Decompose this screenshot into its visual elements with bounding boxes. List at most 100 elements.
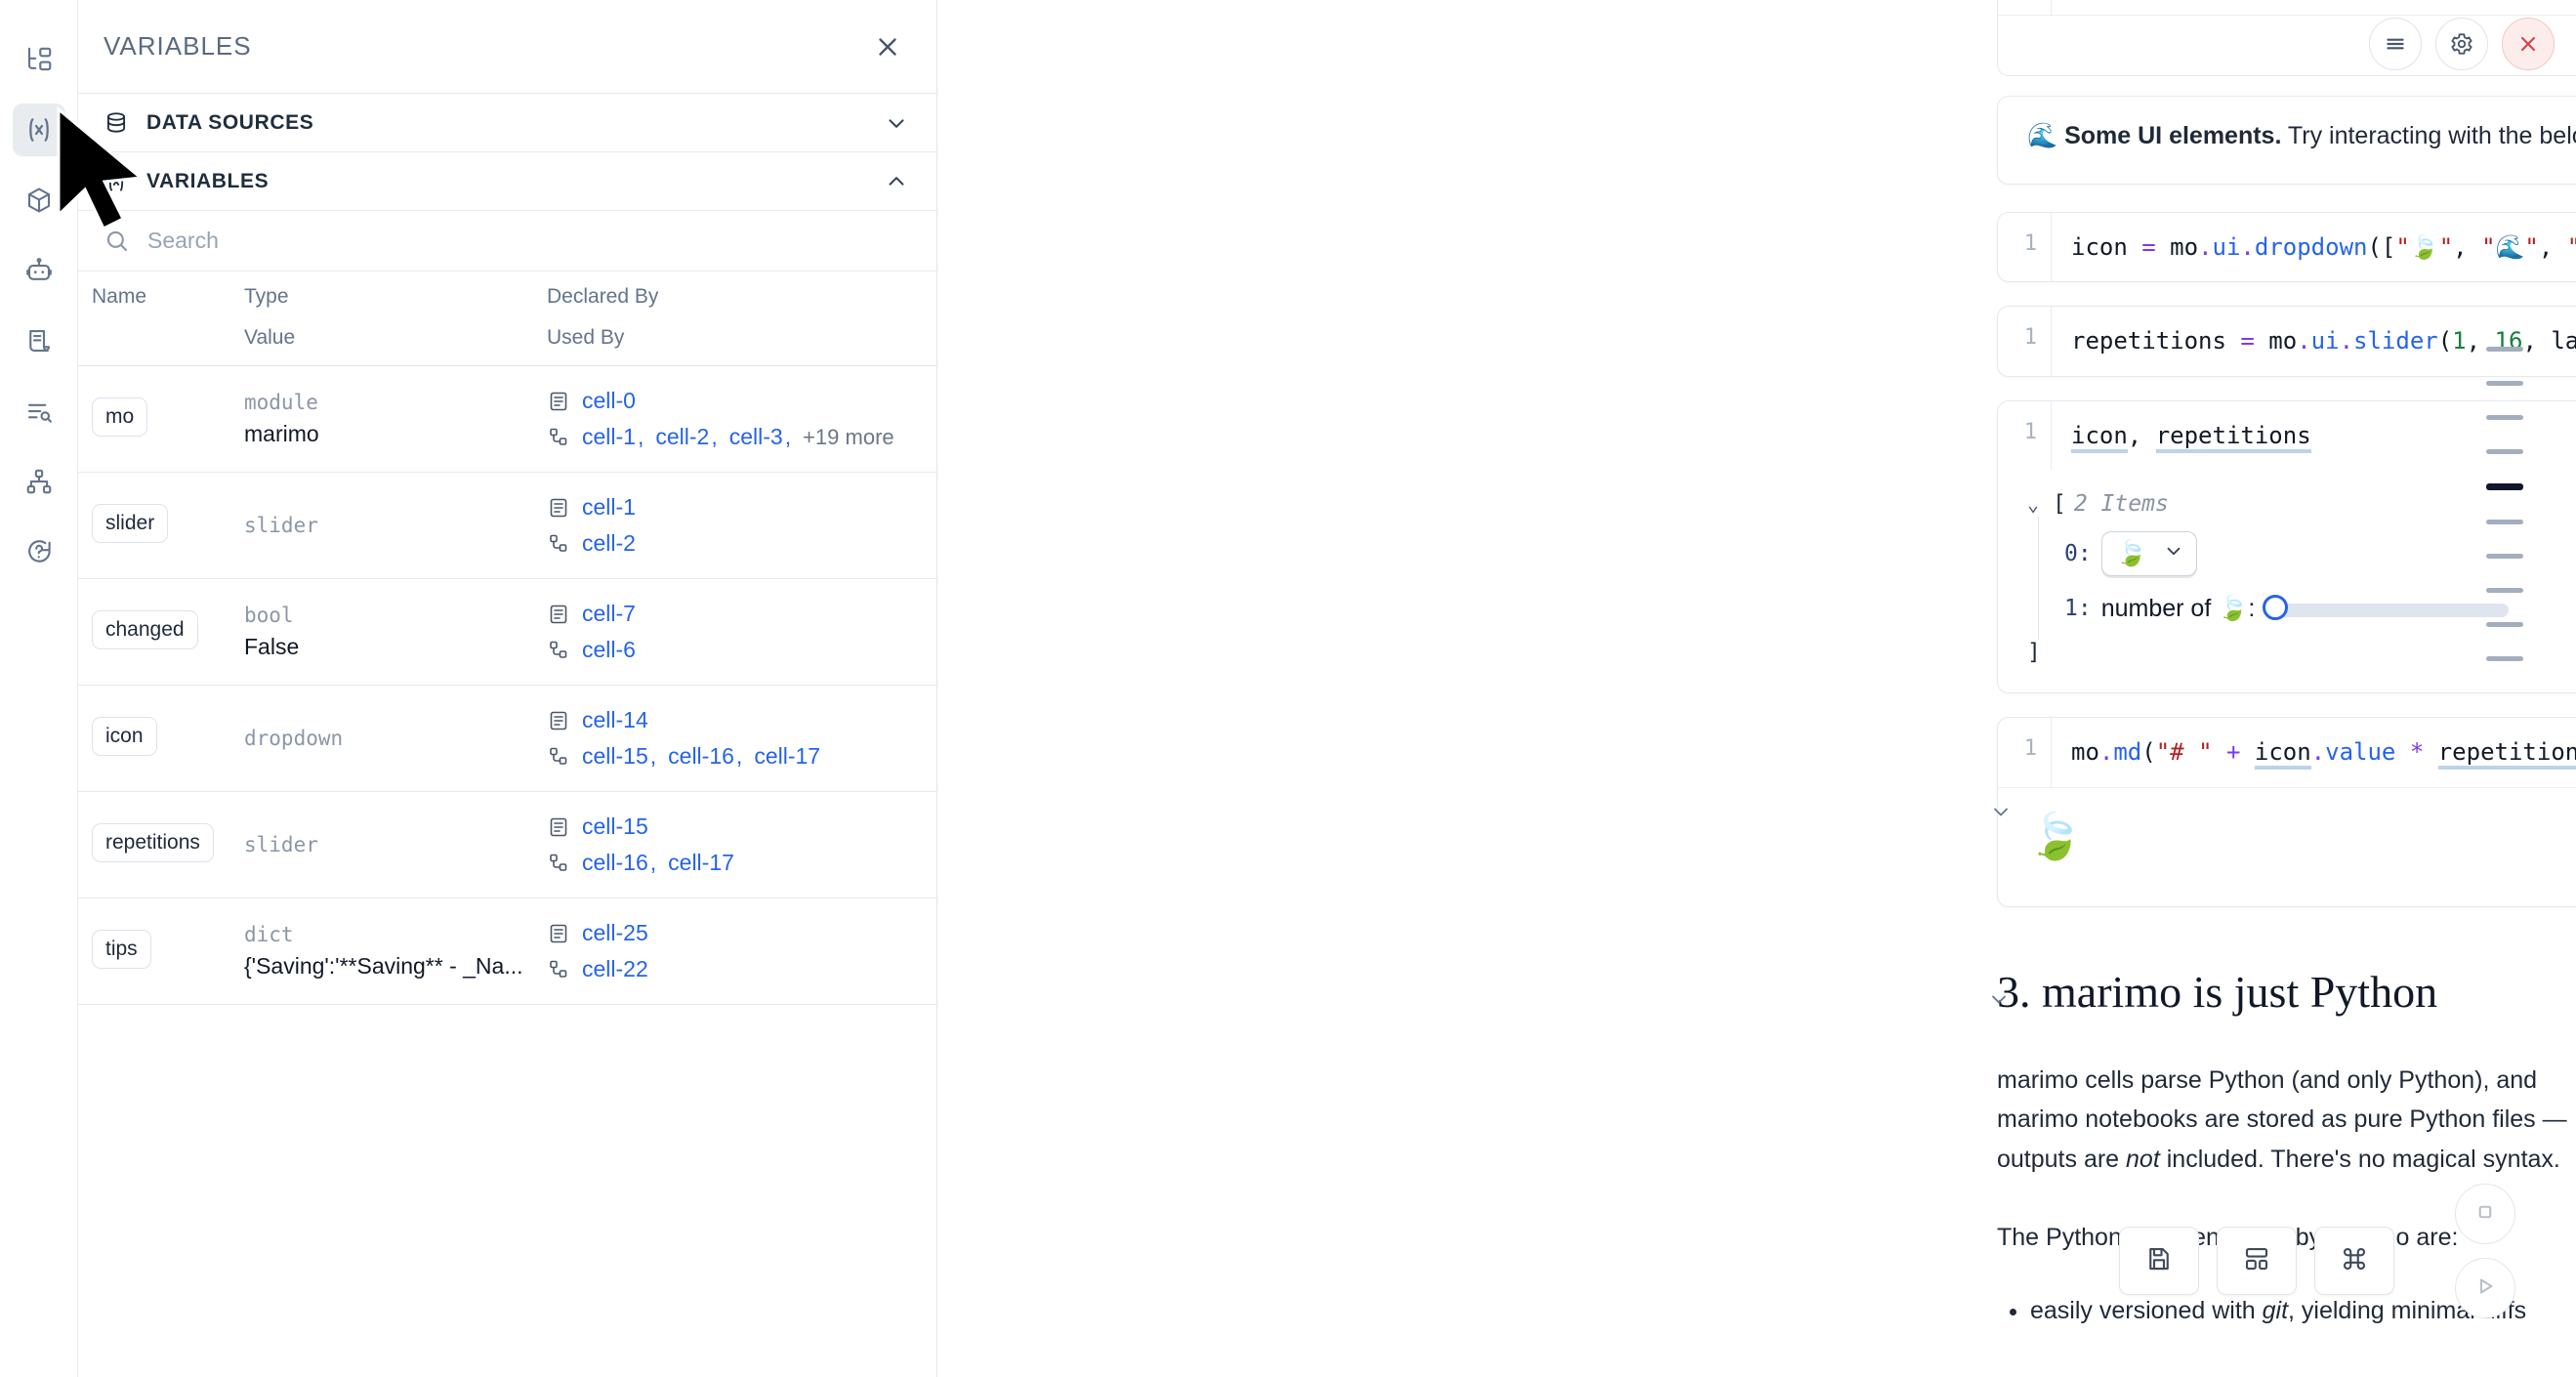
sidebar-item-variables[interactable] [12, 104, 65, 156]
minimap-bar[interactable] [2486, 656, 2523, 661]
cell-link[interactable]: cell-0 [582, 388, 636, 413]
cell-link[interactable]: cell-25 [582, 920, 648, 945]
search-input[interactable] [147, 228, 911, 254]
save-button[interactable] [2119, 1227, 2199, 1295]
code-editor[interactable]: repetitions = mo.ui.slider(1, 16, label=… [2051, 307, 2576, 376]
notebook-cell-dropdown[interactable]: 1 icon = mo.ui.dropdown(["🍃", "🌊", "✨"],… [1997, 212, 2576, 283]
cell-link[interactable]: cell-16 [582, 850, 648, 875]
code-editor[interactable]: icon = mo.ui.dropdown(["🍃", "🌊", "✨"], v… [2051, 213, 2576, 282]
json-root-row[interactable]: ⌄ [ 2 Items [2027, 491, 2576, 517]
floating-toolbar [2119, 1227, 2394, 1295]
slider-label: number of 🍃: [2100, 594, 2256, 622]
code-row: 1 repetitions = mo.ui.slider(1, 16, labe… [1998, 307, 2576, 376]
minimap-bar[interactable] [2486, 347, 2523, 352]
cell-output: ⌄ [ 2 Items 0: 🍃 [1998, 470, 2576, 692]
command-palette-button[interactable] [2314, 1227, 2394, 1295]
cell-link[interactable]: cell-1 [582, 424, 636, 449]
variable-name-chip[interactable]: changed [92, 609, 198, 649]
cell-variable-type: slider [244, 791, 547, 898]
minimap-bar[interactable] [2486, 588, 2523, 593]
notebook-cell-md[interactable]: 1 mo.md("# " + icon.value * repetitions.… [1997, 717, 2576, 907]
sidebar-item-dependency-graph[interactable] [13, 455, 65, 508]
variable-name-chip[interactable]: mo [92, 396, 148, 437]
chevron-down-icon[interactable]: ⌄ [2027, 492, 2040, 517]
variable-type: slider [244, 514, 318, 537]
cell-link[interactable]: cell-14 [582, 707, 648, 732]
close-cell-button[interactable] [2502, 18, 2555, 70]
declared-by-icon [547, 922, 570, 945]
cell-variable-name: changed [78, 578, 244, 686]
minimap-bar[interactable] [2486, 381, 2523, 386]
slider-widget[interactable] [2263, 595, 2510, 621]
notebook-minimap[interactable] [2471, 347, 2539, 661]
variable-name-chip[interactable]: slider [92, 503, 169, 543]
minimap-bar[interactable] [2486, 520, 2523, 524]
variable-name-chip[interactable]: icon [92, 716, 157, 756]
sidebar-item-scratchpad[interactable] [13, 314, 65, 367]
code-preview[interactable]: """🌊 Some UI elements.""" Try interactin… [2051, 0, 2576, 17]
sidebar-item-ai-assistant[interactable] [13, 244, 65, 297]
interrupt-button[interactable] [2455, 1184, 2515, 1244]
minimap-bar[interactable] [2486, 622, 2523, 627]
cell-link[interactable]: cell-17 [668, 850, 734, 875]
dependency-graph-icon [24, 467, 54, 496]
cell-link[interactable]: cell-2 [582, 530, 636, 556]
cell-variable-name: repetitions [78, 791, 244, 898]
notebook-cell-display[interactable]: 1 icon, repetitions ⌄ [ 2 Items [1997, 399, 2576, 694]
cell-link[interactable]: cell-17 [754, 743, 821, 769]
used-by-line: cell-22 [547, 956, 936, 982]
section-variables[interactable]: VARIABLES [78, 152, 936, 211]
minimap-bar[interactable] [2486, 554, 2523, 559]
table-row[interactable]: slider slider cell-1 cell-2 [78, 472, 936, 579]
declared-by-icon [547, 496, 570, 520]
bullet-pre: easily versioned with [2030, 1296, 2263, 1324]
notebook-cell-slider[interactable]: 1 repetitions = mo.ui.slider(1, 16, labe… [1997, 306, 2576, 377]
collapse-cell-icon[interactable] [1987, 798, 2015, 825]
sidebar-item-file-explorer[interactable] [13, 33, 65, 86]
sidebar-item-packages[interactable] [13, 174, 65, 227]
cell-link[interactable]: cell-1 [582, 494, 636, 520]
variable-name-chip[interactable]: repetitions [92, 822, 214, 862]
variable-name-chip[interactable]: tips [92, 929, 151, 969]
cell-menu-button[interactable] [2369, 18, 2422, 70]
sidebar-item-logs[interactable] [13, 385, 65, 438]
line-number: 1 [2023, 419, 2037, 444]
paragraph-italic: not [2126, 1145, 2160, 1173]
slider-knob[interactable] [2263, 595, 2289, 621]
play-icon [2472, 1273, 2499, 1305]
cell-link[interactable]: cell-22 [582, 956, 648, 981]
cell-link[interactable]: cell-7 [582, 601, 636, 626]
cell-link[interactable]: cell-15 [582, 743, 648, 769]
cell-link[interactable]: cell-16 [668, 743, 734, 769]
settings-button[interactable] [2435, 18, 2488, 70]
cell-link[interactable]: cell-3 [728, 424, 783, 449]
dropdown-widget[interactable]: 🍃 [2100, 531, 2198, 577]
used-by-line: cell-1,cell-2,cell-3,+19 more [547, 424, 936, 450]
code-editor[interactable]: icon, repetitions [2051, 400, 2576, 471]
cell-link[interactable]: cell-15 [582, 814, 648, 839]
cell-link[interactable]: cell-2 [655, 424, 710, 449]
section-data-sources[interactable]: DATA SOURCES [78, 94, 936, 152]
minimap-bar[interactable] [2486, 483, 2523, 490]
collapse-section-icon[interactable] [1987, 987, 2011, 1016]
run-button[interactable] [2455, 1258, 2515, 1318]
notebook-cell-markdown[interactable]: 🌊 Some UI elements. Try interacting with… [1997, 96, 2576, 185]
sidebar-item-help[interactable] [13, 525, 65, 578]
close-panel-button[interactable] [868, 27, 907, 66]
code-editor[interactable]: mo.md("# " + icon.value * repetitions.va… [2051, 718, 2576, 787]
entry-key: 0: [2064, 541, 2092, 567]
minimap-bar[interactable] [2486, 449, 2523, 454]
cell-link[interactable]: cell-6 [582, 637, 636, 662]
variables-icon [23, 114, 55, 146]
notebook-scroll[interactable]: 1 """🌊 Some UI elements.""" Try interact… [937, 0, 2576, 1377]
used-by-more[interactable]: +19 more [803, 424, 894, 449]
layout-button[interactable] [2217, 1227, 2297, 1295]
minimap-bar[interactable] [2486, 415, 2523, 420]
